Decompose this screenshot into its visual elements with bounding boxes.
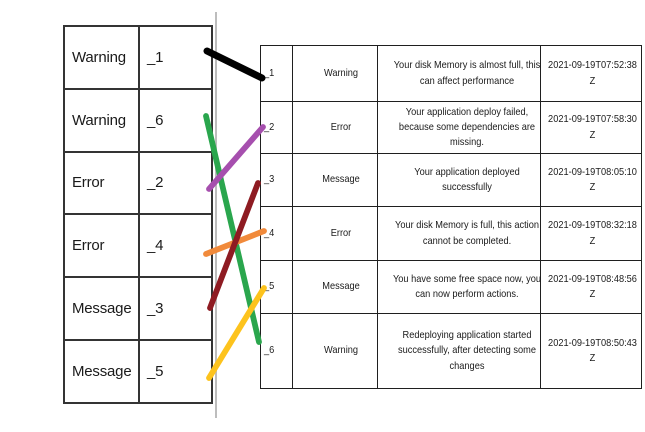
log-message-cell: Redeploying application started successf… (377, 313, 541, 389)
type-cell: Warning (63, 87, 140, 153)
log-entries-table: _1 Warning Your disk Memory is almost fu… (260, 45, 642, 389)
log-row-6: _6 Warning Redeploying application start… (260, 313, 642, 389)
type-cell: Message (63, 276, 140, 341)
type-id-row-6: Message _5 (63, 338, 213, 404)
type-id-table: Warning _1 Warning _6 Error _2 Error _4 … (63, 25, 213, 404)
type-cell: Warning (63, 25, 140, 90)
log-message-cell: Your application deployed successfully (377, 153, 541, 207)
log-message-cell: You have some free space now, you can no… (377, 260, 541, 314)
log-type-cell: Error (292, 206, 378, 261)
log-id-cell: _5 (260, 260, 293, 314)
type-cell: Error (63, 150, 140, 216)
id-cell: _3 (138, 276, 213, 341)
log-timestamp-cell: 2021-09-19T08:32:18 Z (540, 206, 642, 261)
id-cell: _5 (138, 338, 213, 404)
type-id-row-3: Error _2 (63, 150, 213, 216)
log-timestamp-cell: 2021-09-19T08:48:56 Z (540, 260, 642, 314)
log-row-5: _5 Message You have some free space now,… (260, 260, 642, 314)
log-type-cell: Error (292, 101, 378, 154)
connection-line-3-maroon (207, 180, 261, 311)
connection-line-2-purple (206, 124, 266, 192)
id-cell: _6 (138, 87, 213, 153)
log-message-cell: Your application deploy failed, because … (377, 101, 541, 154)
divider-line (215, 12, 217, 418)
id-cell: _1 (138, 25, 213, 90)
connection-line-6-green (203, 113, 262, 345)
log-timestamp-cell: 2021-09-19T08:50:43 Z (540, 313, 642, 389)
log-row-3: _3 Message Your application deployed suc… (260, 153, 642, 207)
type-id-row-5: Message _3 (63, 276, 213, 341)
log-type-cell: Message (292, 260, 378, 314)
connection-line-5-yellow (206, 285, 267, 381)
type-id-row-1: Warning _1 (63, 25, 213, 90)
type-cell: Error (63, 213, 140, 279)
log-id-cell: _4 (260, 206, 293, 261)
log-type-cell: Warning (292, 45, 378, 102)
log-timestamp-cell: 2021-09-19T07:58:30 Z (540, 101, 642, 154)
type-id-row-4: Error _4 (63, 213, 213, 279)
log-id-cell: _6 (260, 313, 293, 389)
id-cell: _4 (138, 213, 213, 279)
type-id-row-2: Warning _6 (63, 87, 213, 153)
log-id-cell: _2 (260, 101, 293, 154)
log-id-cell: _3 (260, 153, 293, 207)
log-message-cell: Your disk Memory is almost full, this ca… (377, 45, 541, 102)
log-row-2: _2 Error Your application deploy failed,… (260, 101, 642, 154)
id-cell: _2 (138, 150, 213, 216)
type-cell: Message (63, 338, 140, 404)
log-id-cell: _1 (260, 45, 293, 102)
log-timestamp-cell: 2021-09-19T07:52:38 Z (540, 45, 642, 102)
log-timestamp-cell: 2021-09-19T08:05:10 Z (540, 153, 642, 207)
log-message-cell: Your disk Memory is full, this action ca… (377, 206, 541, 261)
log-row-1: _1 Warning Your disk Memory is almost fu… (260, 45, 642, 102)
log-type-cell: Message (292, 153, 378, 207)
log-type-cell: Warning (292, 313, 378, 389)
log-row-4: _4 Error Your disk Memory is full, this … (260, 206, 642, 261)
